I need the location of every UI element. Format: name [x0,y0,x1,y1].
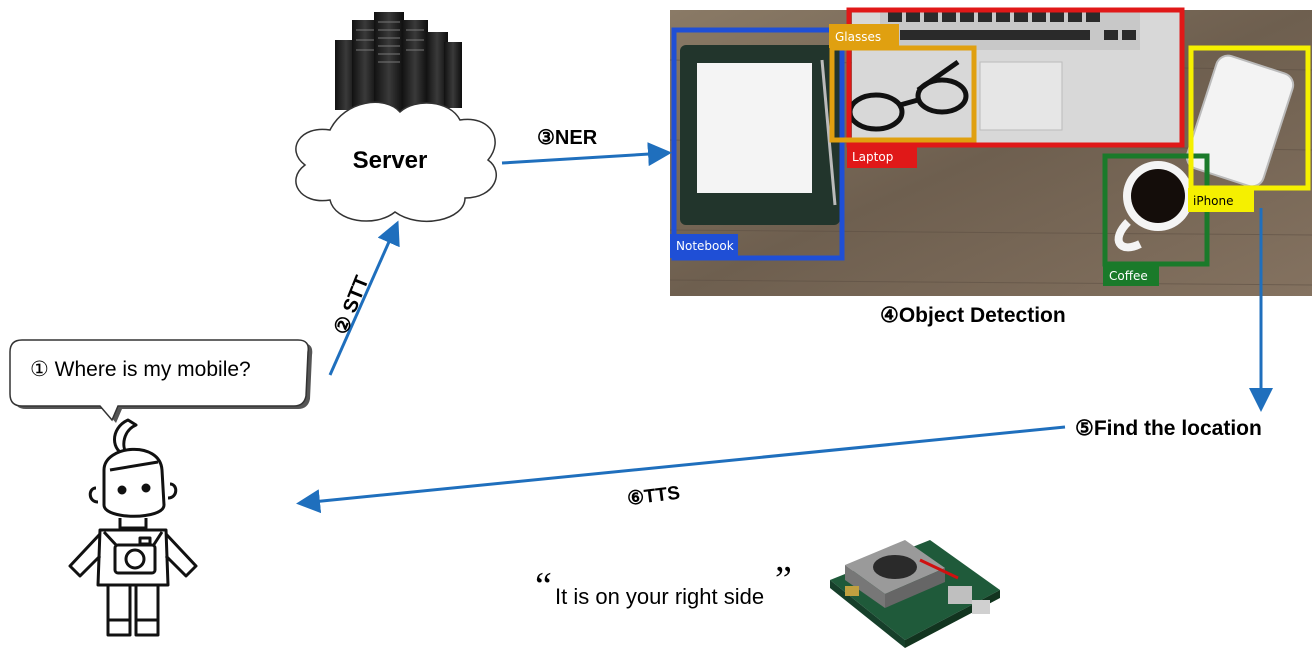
detection-laptop: Laptop [846,7,1185,168]
user-question: ① Where is my mobile? [30,358,251,381]
step-tts-label: ⑥TTS [626,483,681,510]
arrow-stt [328,220,400,376]
server-racks-icon [335,12,462,112]
detection-iphone: iPhone [1188,45,1311,212]
step-ner-label: ③NER [537,127,598,149]
user-person-icon [68,418,198,637]
detection-iphone-label: iPhone [1193,194,1234,208]
arrow-tts [296,425,1066,514]
step-stt-label: ② STT [330,273,373,338]
detection-glasses: Glasses [829,24,977,143]
cloud-icon [295,101,498,222]
detection-coffee-label: Coffee [1109,269,1148,283]
step-object-detection-label: ④Object Detection [880,304,1066,327]
detection-notebook-label: Notebook [676,239,734,253]
step-find-location-label: ⑤Find the location [1075,417,1262,440]
reply-text: It is on your right side [555,584,764,609]
arrow-ner [501,142,672,167]
desk-photo [669,10,1313,296]
server-label: Server [353,147,428,174]
reply-open-quote: “ [535,565,552,607]
detection-notebook: Notebook [670,27,845,261]
reply-close-quote: ” [775,559,792,601]
dev-board-icon [830,540,1000,648]
detection-laptop-label: Laptop [852,150,893,164]
detection-glasses-label: Glasses [835,30,881,44]
speech-bubble [9,339,313,423]
